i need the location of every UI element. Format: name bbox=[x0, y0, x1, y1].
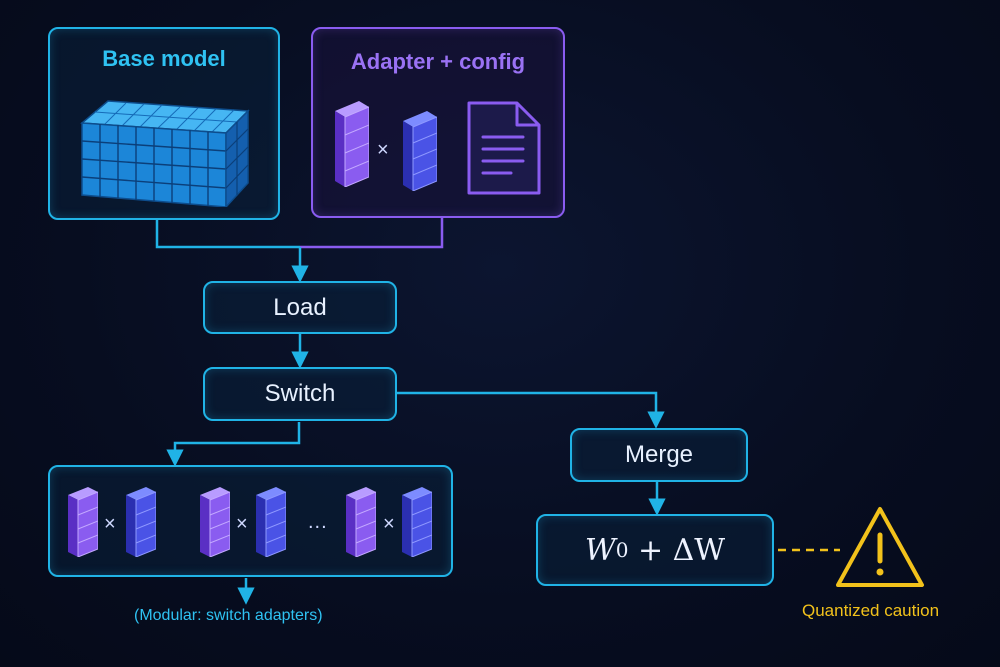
base-model-panel: Base model bbox=[48, 27, 280, 220]
adapter-matrix-b-icon bbox=[403, 111, 437, 191]
adapter-matrix-b-icon bbox=[126, 487, 156, 557]
adapter-matrix-a-icon bbox=[68, 487, 98, 557]
switch-step: Switch bbox=[203, 367, 397, 421]
modular-caption: (Modular: switch adapters) bbox=[134, 607, 323, 624]
warning-label: Quantized caution bbox=[802, 601, 940, 620]
config-document-icon bbox=[467, 101, 541, 195]
adapter-matrix-b-icon bbox=[256, 487, 286, 557]
adapter-matrix-b-icon bbox=[402, 487, 432, 557]
load-label: Load bbox=[273, 293, 327, 321]
modular-times-sign-1: × bbox=[104, 513, 116, 535]
adapter-times-sign: × bbox=[377, 139, 389, 161]
formula-subscript: 0 bbox=[615, 538, 629, 562]
formula-delta: + ΔW bbox=[628, 532, 726, 568]
load-step: Load bbox=[203, 281, 397, 334]
adapter-matrix-a-icon bbox=[335, 101, 369, 187]
switch-label: Switch bbox=[264, 380, 336, 407]
formula-w: W bbox=[584, 532, 616, 568]
adapter-matrix-a-icon bbox=[200, 487, 230, 557]
merge-step: Merge bbox=[570, 428, 748, 482]
adapter-connector bbox=[300, 218, 444, 249]
modular-adapters-panel: × × ... × bbox=[48, 465, 453, 577]
modular-times-sign-3: × bbox=[383, 513, 395, 535]
base-model-title: Base model bbox=[102, 46, 226, 71]
arrow-to-merge bbox=[396, 391, 665, 429]
modular-ellipsis: ... bbox=[308, 511, 328, 533]
merge-label: Merge bbox=[624, 441, 694, 468]
tensor-cube-icon bbox=[80, 100, 250, 207]
modular-times-sign-2: × bbox=[236, 513, 248, 535]
arrow-to-modular bbox=[166, 422, 301, 467]
adapter-matrix-a-icon bbox=[346, 487, 376, 557]
warning-triangle-icon bbox=[836, 507, 924, 587]
adapter-config-title: Adapter + config bbox=[350, 49, 526, 74]
adapter-config-panel: Adapter + config × bbox=[311, 27, 565, 218]
base-model-connector bbox=[155, 220, 300, 249]
